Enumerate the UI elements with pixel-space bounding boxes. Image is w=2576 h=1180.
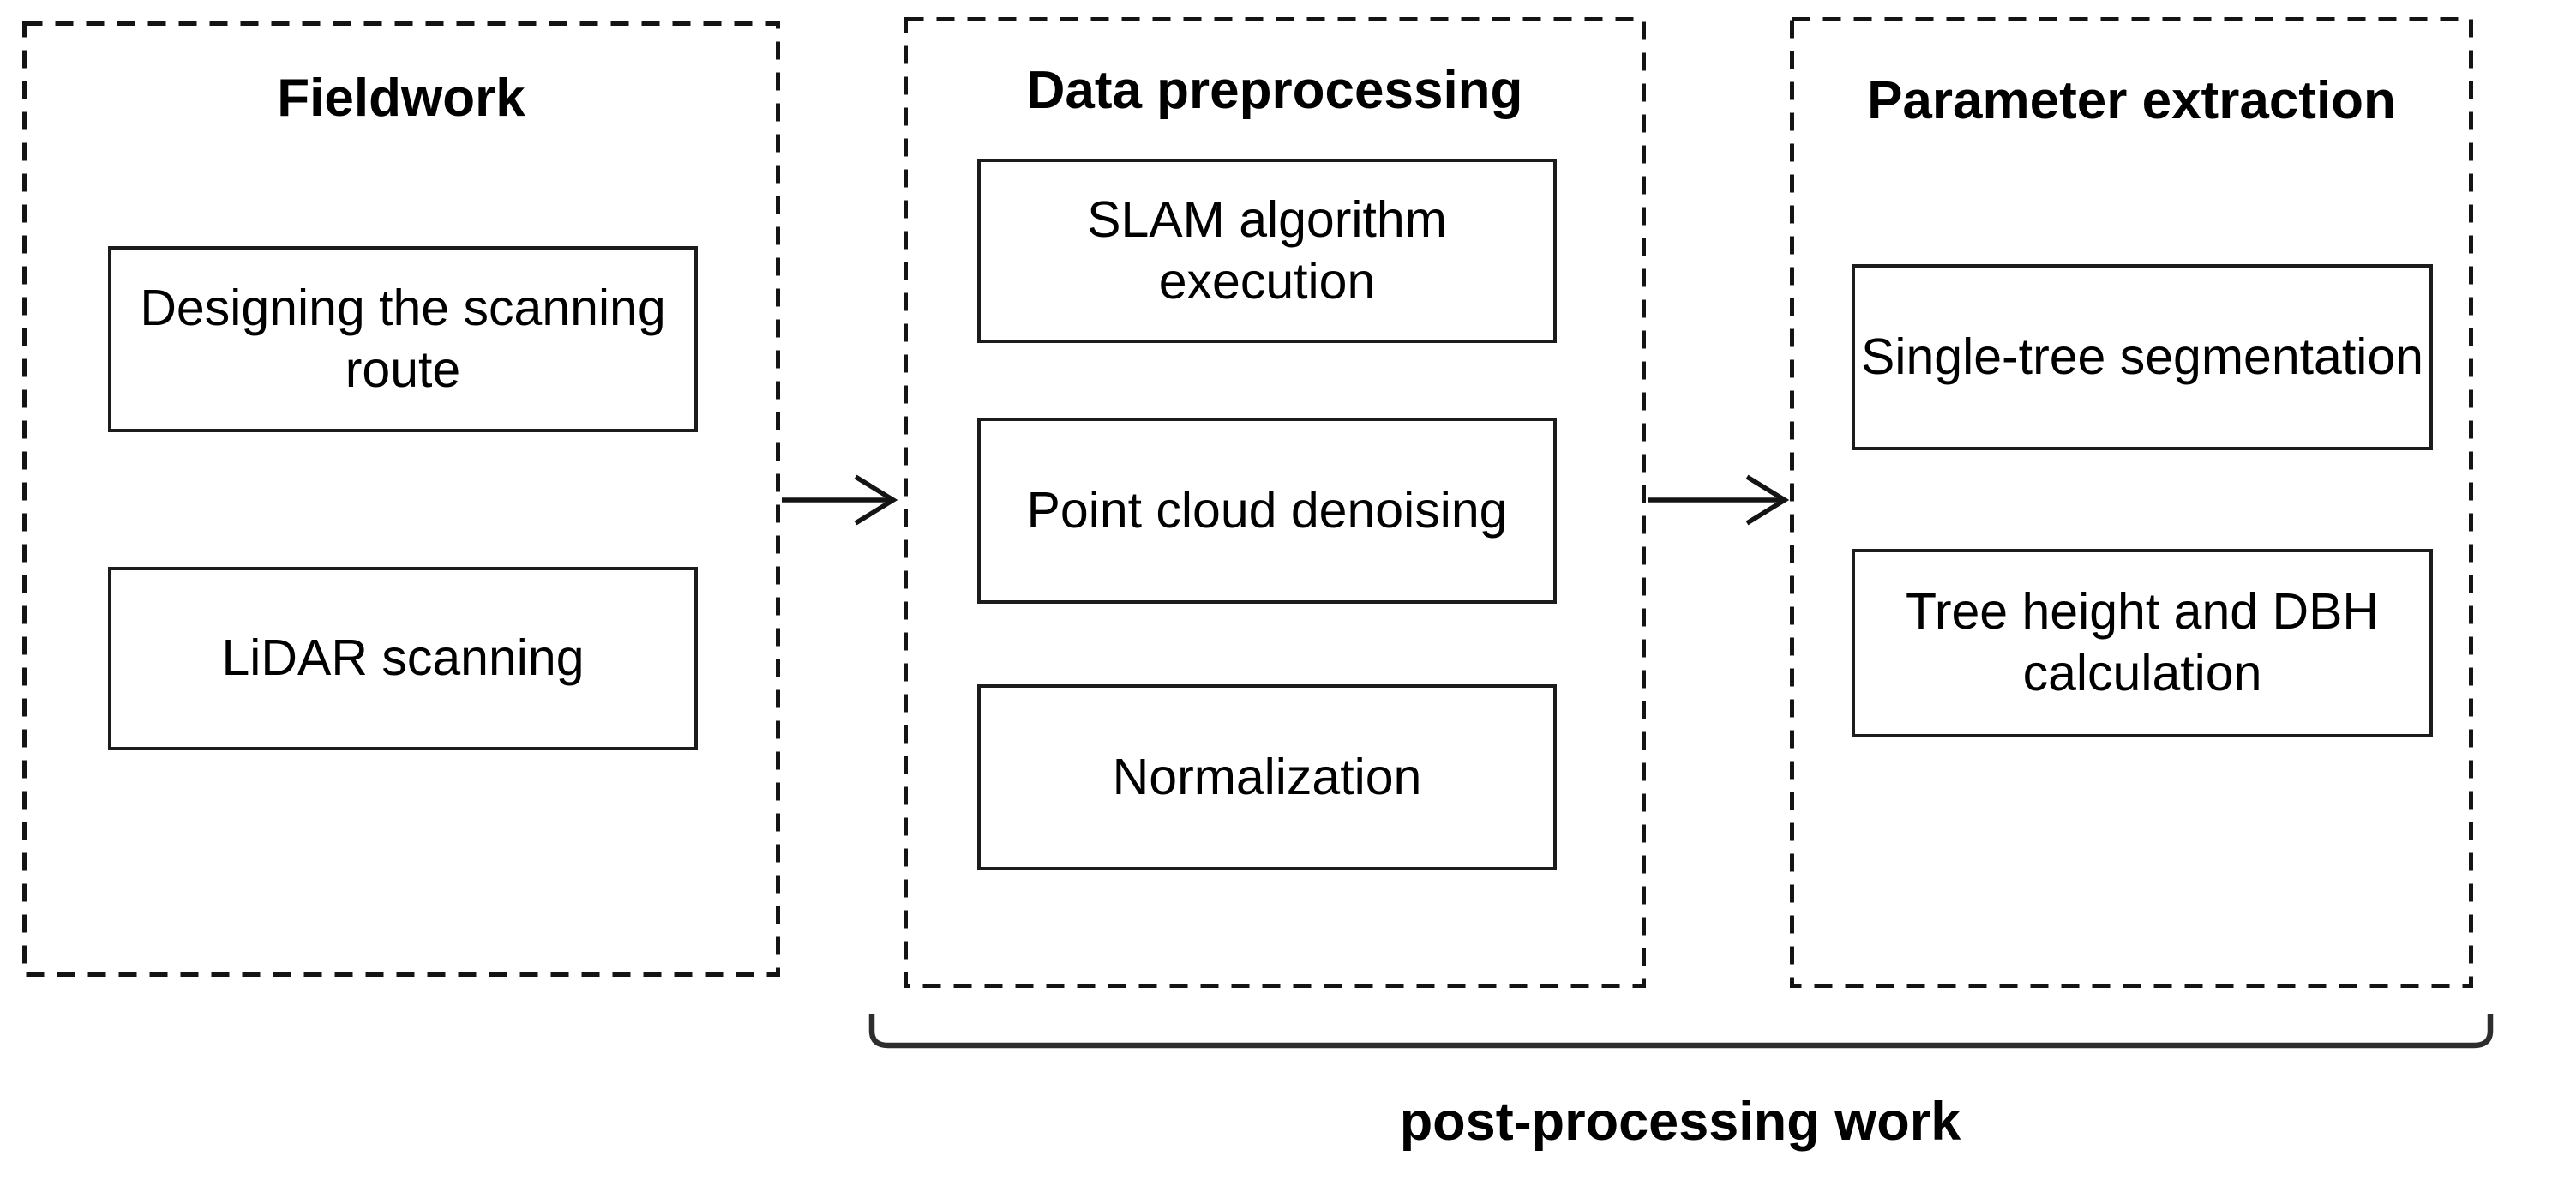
box-designing-scanning-route: Designing the scanning route <box>108 246 698 432</box>
panel-title-data-preprocessing: Data preprocessing <box>1026 61 1523 120</box>
box-point-cloud-denoising: Point cloud denoising <box>977 418 1557 604</box>
panel-title-parameter-extraction: Parameter extraction <box>1867 71 2396 130</box>
box-normalization: Normalization <box>977 684 1557 870</box>
panel-outline-fieldwork <box>22 21 780 977</box>
panel-outline-data-preprocessing <box>904 17 1646 988</box>
panel-title-fieldwork: Fieldwork <box>277 69 525 128</box>
arrow-head-icon <box>854 474 898 526</box>
box-tree-height-dbh-calculation: Tree height and DBH calculation <box>1852 549 2433 738</box>
panel-outline-parameter-extraction <box>1790 17 2473 988</box>
post-processing-label: post-processing work <box>1399 1092 1961 1152</box>
box-slam-algorithm-execution: SLAM algorithm execution <box>977 159 1557 343</box>
post-processing-bracket <box>868 1014 2494 1049</box>
arrow-preprocessing-to-extraction <box>1648 474 1790 526</box>
arrow-fieldwork-to-preprocessing <box>782 474 898 526</box>
panel-parameter-extraction: Parameter extraction Single-tree segment… <box>1790 17 2473 988</box>
panel-fieldwork: Fieldwork Designing the scanning route L… <box>22 21 780 977</box>
box-single-tree-segmentation: Single-tree segmentation <box>1852 264 2433 450</box>
arrow-head-icon <box>1745 474 1790 526</box>
panel-data-preprocessing: Data preprocessing SLAM algorithm execut… <box>904 17 1646 988</box>
box-lidar-scanning: LiDAR scanning <box>108 567 698 750</box>
